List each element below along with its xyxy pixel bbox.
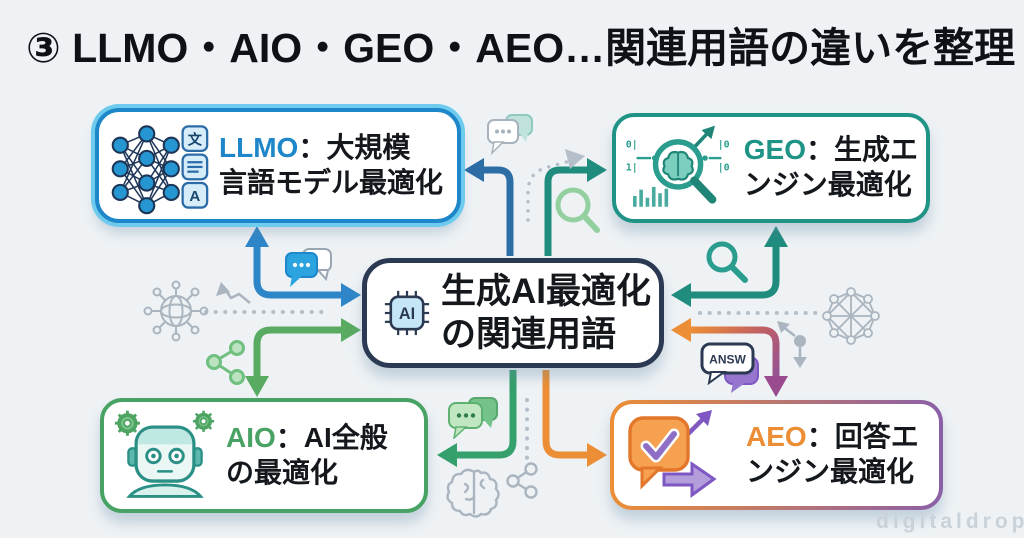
arrow-geo-center-right [671,226,788,307]
llmo-desc-line1: ：大規模 [298,131,411,163]
arrow-center-aeo-bottom [542,370,607,467]
share-icon-gray [506,462,538,499]
llmo-desc-line2: 言語モデル最適化 [219,166,444,198]
node-geo-label: GEO：生成エ ンジン最適化 [744,133,918,202]
center-line2: の関連用語 [440,315,616,354]
chat-bubbles-blue-icon [285,248,332,287]
badge-text: 文 [188,131,203,148]
badge-text: A [189,187,200,204]
llmo-acronym: LLMO [219,131,299,163]
answ-label: ANSW [709,353,746,367]
node-aeo-label: AEO：回答エ ンジン最適化 [746,420,919,489]
node-aeo: AEO：回答エ ンジン最適化 [610,400,943,510]
svg-text:|0: |0 [718,163,730,174]
neural-network-icon: 文 A [111,124,209,214]
node-aio-label: AIO：AI全般 の最適化 [226,421,388,490]
page-title: ③ LLMO・AIO・GEO・AEO…関連用語の違いを整理 [26,25,1016,71]
node-llmo-label: LLMO：大規模 言語モデル最適化 [219,131,443,200]
aeo-desc-line1: ：回答エ [806,421,919,453]
answer-bubble-icon: ANSW [700,342,759,393]
chat-bubbles-teal-icon [487,114,533,155]
magnifier-light-green-icon [555,187,600,233]
sketch-arrow-right-icon [777,321,807,368]
magnifier-teal-icon [706,241,748,283]
arrow-center-aio-left [245,318,361,397]
sketch-arrow-left-icon [216,282,251,305]
node-llmo: 文 A LLMO：大規模 言語モデル最適化 [95,108,461,223]
aeo-acronym: AEO [746,421,807,453]
arrow-center-aeo-right [671,318,788,397]
geo-desc-line2: ンジン最適化 [743,169,912,200]
aio-desc-line2: の最適化 [226,456,339,488]
aeo-desc-line2: ンジン最適化 [746,456,915,487]
aio-acronym: AIO [226,421,276,453]
watermark: digitaldrop [876,510,1024,533]
answer-check-arrow-icon [628,410,717,498]
brain-icon [446,468,500,518]
chat-bubbles-green-icon [448,397,498,439]
arrow-center-geo-top [544,158,607,256]
svg-text:|0: |0 [718,139,730,150]
node-aio: AIO：AI全般 の最適化 [100,398,428,513]
geo-desc-line1: ：生成エ [805,134,918,166]
share-icon-green [206,340,245,385]
arrow-center-llmo-top [464,158,514,256]
arrow-llmo-center [245,226,361,307]
robot-gears-icon [114,410,215,498]
node-center: AI 生成AI最適化 の関連用語 [362,258,664,368]
arrow-center-aio-bottom [437,370,517,467]
center-label: 生成AI最適化 の関連用語 [441,270,651,357]
dotted-curve-arrow [526,149,585,222]
node-geo: 0| 1| |0 |0 GEO：生成エ ンジン最適化 [612,113,930,223]
chip-label: AI [399,305,415,323]
svg-text:0|: 0| [626,139,638,150]
aio-desc-line1: ：AI全般 [275,421,388,453]
mesh-network-icon [822,287,880,345]
geo-acronym: GEO [743,134,806,166]
svg-text:1|: 1| [626,163,638,174]
globe-network-icon [143,280,209,342]
center-line1: 生成AI最適化 [440,271,651,311]
search-brain-icon: 0| 1| |0 |0 [626,125,730,207]
ai-chip-icon: AI [384,290,430,336]
